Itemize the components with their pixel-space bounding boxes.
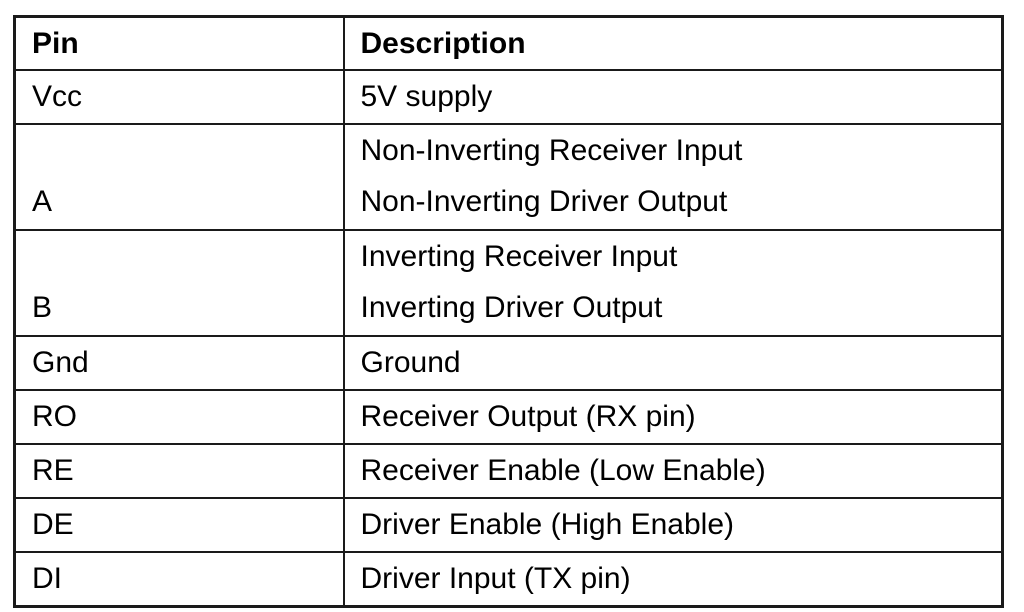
pin-label: RO	[32, 400, 77, 433]
pin-cell: B	[13, 229, 345, 337]
table-row: Vcc 5V supply	[13, 69, 1004, 125]
description-text: Driver Enable (High Enable)	[360, 508, 735, 541]
description-text: 5V supply	[360, 80, 493, 113]
description-cell: Ground	[342, 335, 1004, 391]
pin-label: DE	[32, 508, 74, 541]
description-text: Non-Inverting Receiver Input	[360, 134, 743, 167]
pin-cell: Gnd	[13, 335, 345, 391]
pin-label: Gnd	[32, 346, 89, 379]
pin-cell: DI	[13, 551, 345, 608]
description-cell: Receiver Output (RX pin)	[342, 389, 1004, 445]
description-text: Receiver Enable (Low Enable)	[360, 454, 766, 487]
description-cell: 5V supply	[342, 69, 1004, 125]
pin-description-table: Pin Description Vcc 5V supply A	[13, 15, 1004, 608]
pin-cell: RE	[13, 443, 345, 499]
description-text: Inverting Receiver Input	[360, 240, 678, 273]
pin-label: A	[32, 185, 53, 218]
table-row: B Inverting Receiver Input Inverting Dri…	[13, 229, 1004, 337]
pin-cell: RO	[13, 389, 345, 445]
table-row: A Non-Inverting Receiver Input Non-Inver…	[13, 123, 1004, 231]
pin-cell: DE	[13, 497, 345, 553]
table-row: DE Driver Enable (High Enable)	[13, 497, 1004, 553]
pin-cell: A	[13, 123, 345, 231]
pin-column-header: Pin	[13, 15, 345, 71]
description-text: Ground	[360, 346, 461, 379]
description-text: Inverting Driver Output	[360, 291, 663, 324]
description-cell: Inverting Receiver Input Inverting Drive…	[342, 229, 1004, 337]
table-row: Gnd Ground	[13, 335, 1004, 391]
pin-label: B	[32, 291, 53, 324]
description-text: Receiver Output (RX pin)	[360, 400, 696, 433]
table-header-row: Pin Description	[13, 15, 1004, 71]
description-cell: Non-Inverting Receiver Input Non-Inverti…	[342, 123, 1004, 231]
description-header-label: Description	[360, 27, 526, 60]
pin-cell: Vcc	[13, 69, 345, 125]
description-column-header: Description	[342, 15, 1004, 71]
pin-header-label: Pin	[32, 27, 79, 60]
description-cell: Receiver Enable (Low Enable)	[342, 443, 1004, 499]
table-row: RE Receiver Enable (Low Enable)	[13, 443, 1004, 499]
pin-label: RE	[32, 454, 74, 487]
pin-label: Vcc	[32, 80, 83, 113]
table-row: RO Receiver Output (RX pin)	[13, 389, 1004, 445]
pin-label: DI	[32, 562, 62, 595]
description-text: Non-Inverting Driver Output	[360, 185, 728, 218]
description-text: Driver Input (TX pin)	[360, 562, 631, 595]
description-cell: Driver Enable (High Enable)	[342, 497, 1004, 553]
description-cell: Driver Input (TX pin)	[342, 551, 1004, 608]
table-row: DI Driver Input (TX pin)	[13, 551, 1004, 608]
